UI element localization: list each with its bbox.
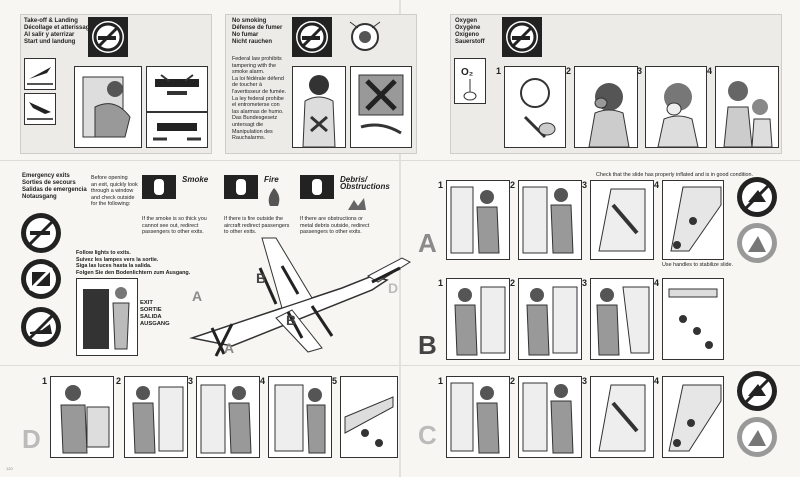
no-high-heels-icon	[20, 306, 62, 348]
takeoff-plane-figure	[24, 58, 56, 90]
follow-lights-text: Follow lights to exits. Suivez les lampe…	[76, 250, 191, 276]
smoke-label: Smoke	[182, 175, 209, 184]
door-d-step-4-figure	[268, 376, 332, 458]
door-a-step-1-figure	[446, 180, 510, 260]
fire-text: If there is fire outside the aircraft re…	[224, 216, 290, 236]
door-b-letter: B	[418, 330, 437, 360]
plane-label-b: B	[256, 270, 267, 286]
slide-handles-text: Use handles to stabilize slide.	[662, 262, 734, 268]
door-c-step-1-figure	[446, 376, 510, 458]
attendant-figure	[292, 66, 346, 148]
no-smoking-icon	[292, 17, 332, 57]
door-a-step-number: 2	[510, 180, 516, 190]
door-b-step-number: 3	[582, 278, 588, 288]
takeoff-title: Take-off & Landing Décollage et atteriss…	[24, 18, 93, 45]
oxygen-mask-icon: O₂	[454, 58, 486, 104]
no-smoking-text: Federal law prohibits tampering with the…	[232, 56, 287, 142]
door-b-step-4-figure	[662, 278, 724, 360]
page-number: 120	[6, 466, 13, 471]
slide-check-text: Check that the slide has properly inflat…	[596, 172, 754, 178]
oxygen-step-4-figure	[715, 66, 779, 148]
door-d-step-number: 4	[260, 376, 266, 386]
no-smoking-title: No smoking Défense de fumer No fumar Nic…	[232, 18, 283, 45]
seatbelt-fasten-figure	[146, 66, 208, 112]
door-a-step-4-figure	[662, 180, 724, 260]
oxygen-step-number: 2	[566, 66, 572, 76]
seatbelt-release-figure	[146, 112, 208, 148]
exit-sign: EXIT SORTIE SALIDA AUSGANG	[140, 300, 170, 327]
floor-lights-figure	[76, 278, 138, 356]
no-high-heels-icon	[736, 370, 778, 412]
window-smoke-icon	[142, 175, 176, 199]
door-a-step-number: 4	[654, 180, 660, 190]
oxygen-step-number: 4	[707, 66, 713, 76]
door-b-step-3-figure	[590, 278, 654, 360]
oxygen-step-2-figure	[574, 66, 638, 148]
oxygen-step-1-figure	[504, 66, 566, 148]
no-smoking-icon	[502, 17, 542, 57]
airplane-exit-diagram	[189, 237, 412, 357]
brace-position-figure	[74, 66, 142, 148]
smoke-detector-icon	[348, 20, 382, 54]
window-debris-icon	[300, 175, 334, 199]
door-d-step-5-figure	[340, 376, 398, 458]
door-d-step-1-figure	[50, 376, 114, 458]
no-high-heels-icon	[736, 176, 778, 218]
debris-text: If there are obstructions or metal debri…	[300, 216, 370, 236]
door-b-step-2-figure	[518, 278, 582, 360]
plane-label-d: D	[388, 280, 399, 296]
no-baggage-icon	[20, 258, 62, 300]
fold-line-bottom	[0, 365, 800, 366]
door-a-step-3-figure	[590, 180, 654, 260]
plane-label-a: A	[224, 340, 235, 356]
no-smoking-icon	[88, 17, 128, 57]
door-c-step-2-figure	[518, 376, 582, 458]
door-c-step-number: 1	[438, 376, 444, 386]
sit-and-slide-icon	[736, 222, 778, 264]
svg-text:O₂: O₂	[461, 67, 473, 78]
door-a-letter: A	[418, 228, 437, 258]
window-fire-icon	[224, 175, 258, 199]
door-c-step-3-figure	[590, 376, 654, 458]
door-a-step-number: 1	[438, 180, 444, 190]
door-d-step-number: 3	[188, 376, 194, 386]
door-c-step-number: 3	[582, 376, 588, 386]
smoke-text: If the smoke is so thick you cannot see …	[142, 216, 207, 236]
emergency-before-text: Before opening an exit, quickly look thr…	[91, 175, 138, 208]
door-c-step-4-figure	[662, 376, 724, 458]
door-d-step-3-figure	[196, 376, 260, 458]
door-b-step-number: 1	[438, 278, 444, 288]
oxygen-step-3-figure	[645, 66, 707, 148]
door-d-step-number: 1	[42, 376, 48, 386]
no-smoking-icon	[20, 212, 62, 254]
debris-icon	[346, 196, 368, 212]
emergency-title: Emergency exits Sorties de secours Salid…	[22, 173, 87, 200]
landing-plane-figure	[24, 93, 56, 125]
sit-and-slide-icon	[736, 416, 778, 458]
door-a-step-2-figure	[518, 180, 582, 260]
lavatory-no-tampering-figure	[350, 66, 412, 148]
door-d-letter: D	[22, 424, 41, 454]
door-b-step-1-figure	[446, 278, 510, 360]
plane-label-a: A	[192, 288, 203, 304]
door-c-letter: C	[418, 420, 437, 450]
oxygen-step-number: 1	[496, 66, 502, 76]
door-c-step-number: 4	[654, 376, 660, 386]
door-a-step-number: 3	[582, 180, 588, 190]
fold-line-top	[0, 160, 800, 161]
oxygen-title: Oxygen Oxygène Oxígeno Sauerstoff	[455, 18, 485, 45]
fire-label: Fire	[264, 175, 279, 184]
oxygen-step-number: 3	[637, 66, 643, 76]
door-c-step-number: 2	[510, 376, 516, 386]
door-d-step-2-figure	[124, 376, 188, 458]
door-b-step-number: 2	[510, 278, 516, 288]
fire-icon	[264, 186, 284, 208]
plane-label-b: B	[286, 312, 297, 328]
fold-line-vertical	[399, 0, 401, 477]
debris-label: Debris/ Obstructions	[340, 175, 390, 191]
door-d-step-number: 5	[332, 376, 338, 386]
door-b-step-number: 4	[654, 278, 660, 288]
door-d-step-number: 2	[116, 376, 122, 386]
